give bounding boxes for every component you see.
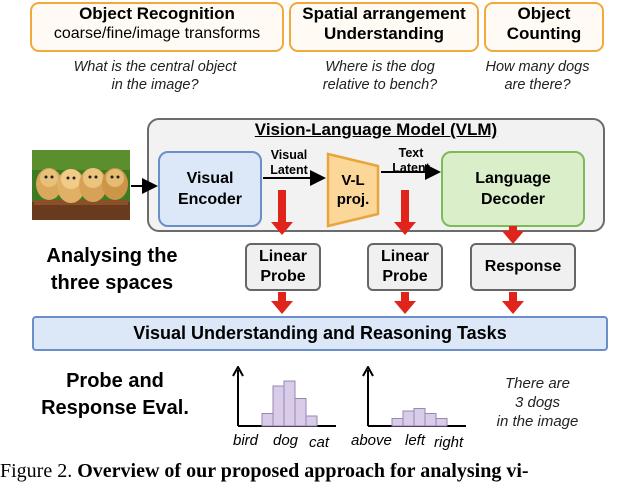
question-line: What is the central object [73, 59, 237, 75]
histogram-bar [424, 413, 437, 427]
caption-text: Overview of our proposed approach for an… [77, 460, 529, 482]
histogram-bar [272, 385, 285, 427]
question-line: in the image? [111, 77, 199, 93]
visual-encoder: Visual Encoder [158, 151, 262, 227]
vlm-title: Vision-Language Model (VLM) [254, 120, 498, 139]
module-line: V-L [341, 172, 365, 189]
label-line: Text [398, 146, 424, 160]
box-line: Linear [380, 248, 429, 265]
hist2-label-left: left [405, 432, 426, 449]
task-subtitle: coarse/fine/image transforms [53, 25, 261, 42]
red-arrow-probe2 [394, 292, 416, 314]
task-spatial-arrangement: Spatial arrangement Understanding [289, 2, 479, 52]
box-line: Probe [382, 268, 428, 285]
y-axis-arrowhead [232, 366, 244, 377]
response-line: There are [504, 375, 571, 392]
label-line: Analysing the [46, 245, 178, 267]
module-line: Encoder [177, 191, 242, 208]
question-counting: How many dogs are there? [475, 58, 600, 94]
tasks-bar-label: Visual Understanding and Reasoning Tasks [133, 323, 507, 343]
box-line: Linear [258, 248, 307, 265]
box-line: Probe [260, 268, 306, 285]
hist1-label-dog: dog [273, 432, 299, 449]
box-line: Response [484, 258, 562, 275]
task-object-recognition: Object Recognition coarse/fine/image tra… [30, 2, 284, 52]
hist2-label-above: above [351, 432, 392, 449]
analysing-label: Analysing the three spaces [22, 243, 202, 297]
question-line: relative to bench? [322, 77, 438, 93]
response-box: Response [470, 243, 576, 291]
histogram-bar [283, 380, 296, 427]
hist1-label-bird: bird [233, 432, 259, 449]
vl-projector-label: V-L proj. [326, 152, 380, 228]
task-subtitle: Understanding [324, 24, 444, 43]
question-recognition: What is the central object in the image? [40, 58, 270, 94]
module-line: Decoder [480, 191, 546, 208]
label-line: Latent [270, 163, 308, 177]
module-line: Visual [186, 170, 234, 187]
label-line: three spaces [50, 272, 174, 294]
task-title: Object Recognition [79, 4, 235, 23]
red-arrow-decoder [502, 226, 524, 244]
y-axis-arrowhead [362, 366, 374, 377]
red-arrow-text-latent [394, 190, 416, 235]
task-title: Spatial arrangement [302, 4, 466, 23]
histogram-bar [305, 415, 318, 427]
red-arrow-probe1 [271, 292, 293, 314]
task-title: Object [517, 4, 571, 23]
label-line: Probe and [66, 370, 164, 392]
dog-photo [32, 150, 130, 220]
red-arrow-response [502, 292, 524, 314]
question-line: How many dogs [485, 59, 590, 75]
visual-latent-label: Visual Latent [262, 148, 316, 178]
question-spatial: Where is the dog relative to bench? [290, 58, 470, 94]
linear-probe-visual: Linear Probe [245, 243, 321, 291]
histogram-spatial [362, 366, 466, 427]
histogram-bar [435, 418, 448, 427]
question-line: Where is the dog [325, 59, 435, 75]
vl-projector [326, 152, 380, 228]
histogram-bar [402, 410, 415, 427]
module-line: proj. [336, 191, 370, 208]
response-line: 3 dogs [514, 394, 561, 411]
question-line: are there? [504, 77, 571, 93]
histogram-object [232, 366, 336, 427]
label-line: Response Eval. [41, 397, 189, 419]
caption-prefix: Figure 2. [0, 460, 73, 482]
response-text: There are 3 dogs in the image [480, 374, 595, 431]
histogram-bar [413, 408, 426, 427]
red-arrows [271, 190, 524, 314]
histogram-bar [294, 398, 307, 427]
response-line: in the image [496, 413, 579, 430]
histogram-bar [261, 413, 274, 427]
eval-label: Probe and Response Eval. [20, 368, 210, 422]
language-decoder: Language Decoder [441, 151, 585, 227]
hist1-label-cat: cat [309, 434, 330, 451]
tasks-bar: Visual Understanding and Reasoning Tasks [32, 316, 608, 351]
label-line: Visual [270, 148, 308, 162]
module-line: Language [475, 170, 551, 187]
histogram-bar [391, 418, 404, 427]
figure-caption: Figure 2. Overview of our proposed appro… [0, 458, 640, 484]
task-subtitle: Counting [506, 24, 582, 43]
task-object-counting: Object Counting [484, 2, 604, 52]
hist2-label-right: right [434, 434, 464, 451]
red-arrow-visual-latent [271, 190, 293, 235]
linear-probe-text: Linear Probe [367, 243, 443, 291]
